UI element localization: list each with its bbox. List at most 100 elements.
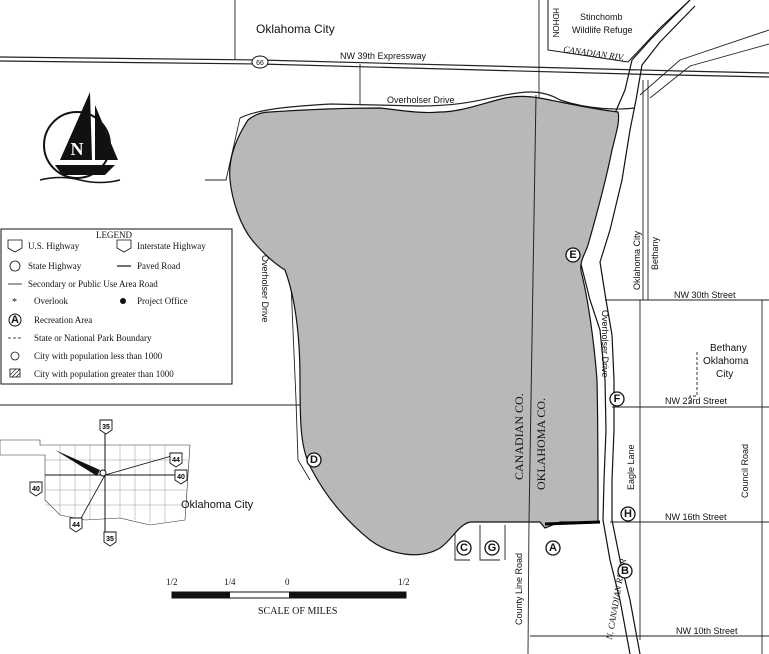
- svg-text:E: E: [569, 249, 576, 261]
- i35-shield-top: 35: [99, 419, 113, 435]
- state-highway-icon: [9, 260, 21, 272]
- canadian-river-label: CANADIAN RIV.: [563, 44, 626, 62]
- svg-text:66: 66: [256, 60, 264, 67]
- i44-shield-bottom: 44: [69, 517, 83, 533]
- scale-label: SCALE OF MILES: [258, 606, 337, 617]
- overholser-drive-top-label: Overholser Drive: [387, 95, 455, 105]
- scale-tick-2: 1/4: [224, 577, 236, 587]
- county-line-road: [527, 519, 530, 654]
- legend-project-office: Project Office: [137, 296, 188, 306]
- rec-area-b: B: [617, 563, 633, 579]
- legend-state-highway: State Highway: [28, 261, 82, 271]
- scale-tick-1: 1/2: [166, 577, 178, 587]
- compass-letter: N: [71, 139, 84, 159]
- svg-text:C: C: [460, 542, 468, 554]
- svg-text:F: F: [614, 393, 621, 405]
- rec-area-f: F: [609, 391, 625, 407]
- legend-city-large: City with population greater than 1000: [34, 369, 174, 379]
- rec-area-e: E: [565, 247, 581, 263]
- i35-shield-bottom: 35: [103, 531, 117, 547]
- canadian-river-north: [547, 0, 691, 63]
- legend-title: LEGEND: [96, 230, 132, 240]
- us-highway-66-shield: 66: [251, 55, 269, 69]
- eagle-lane-label: Eagle Lane: [626, 444, 636, 490]
- svg-text:B: B: [621, 565, 629, 577]
- bethany-label: Bethany: [710, 343, 747, 354]
- svg-text:A: A: [11, 314, 19, 326]
- south-road-c: [454, 528, 470, 561]
- oklahoma-city-label: Oklahoma City: [256, 22, 335, 36]
- svg-text:44: 44: [72, 522, 80, 529]
- canadian-river-channel-east: [599, 5, 696, 654]
- refuge-label-1: Stinchomb: [580, 12, 623, 22]
- legend-park-boundary: State or National Park Boundary: [34, 333, 152, 343]
- dam-line: [544, 520, 601, 526]
- refuge-label-2: Wildlife Refuge: [572, 25, 633, 35]
- svg-text:40: 40: [32, 486, 40, 493]
- south-road-g: [479, 525, 500, 561]
- county-boundary-line: [528, 94, 537, 523]
- scale-of-miles: 1/2 1/4 0 1/2 SCALE OF MILES: [166, 577, 410, 617]
- okc-right-label-2: City: [716, 369, 733, 380]
- nw39-expressway-label: NW 39th Expressway: [340, 51, 427, 61]
- legend-us-highway: U.S. Highway: [28, 241, 80, 251]
- scale-tick-3: 0: [285, 577, 290, 587]
- svg-text:44: 44: [172, 457, 180, 464]
- bethany-boundary: [689, 352, 698, 405]
- okc-bethany-label-a: Oklahoma City: [632, 230, 642, 290]
- svg-text:D: D: [310, 454, 318, 466]
- rec-area-c: C: [456, 540, 472, 556]
- okc-right-label-1: Oklahoma: [703, 356, 749, 367]
- i40-shield-left: 40: [29, 481, 43, 497]
- nw39-expressway-lower-edge: [0, 60, 769, 78]
- i44-shield-top: 44: [169, 452, 183, 468]
- overlook-icon: *: [12, 297, 17, 308]
- recreation-area-icon: [8, 313, 22, 327]
- canadian-river-channel: [579, 0, 691, 654]
- project-office-icon: [120, 298, 126, 304]
- svg-text:35: 35: [106, 536, 114, 543]
- legend-interstate: Interstate Highway: [137, 241, 206, 251]
- rec-area-g: G: [484, 540, 500, 556]
- rec-area-a: A: [545, 540, 561, 556]
- legend-overlook: Overlook: [34, 296, 68, 306]
- nw30-label: NW 30th Street: [674, 290, 736, 300]
- rec-area-h: H: [620, 506, 636, 522]
- overholser-drive-west-label: Overholser Drive: [260, 255, 270, 323]
- i40-shield-right: 40: [174, 469, 188, 485]
- nw16-label: NW 16th Street: [665, 512, 727, 522]
- svg-text:G: G: [488, 542, 497, 554]
- city-small-icon: [10, 351, 20, 361]
- svg-text:H: H: [624, 508, 632, 520]
- road-east-top-diag-2: [649, 43, 769, 99]
- oklahoma-county-label: OKLAHOMA CO.: [534, 398, 548, 490]
- scale-tick-4: 1/2: [398, 577, 410, 587]
- svg-text:35: 35: [102, 424, 110, 431]
- svg-text:A: A: [549, 542, 557, 554]
- svg-text:40: 40: [177, 474, 185, 481]
- nw23-label: NW 23rd Street: [665, 396, 728, 406]
- road-east-top-diag: [639, 29, 769, 96]
- legend-secondary: Secondary or Public Use Area Road: [28, 279, 158, 289]
- oklahoma-inset-map: 35 44 40 40 44 35 Oklahoma City: [0, 419, 254, 547]
- overholser-drive-west: [289, 259, 311, 481]
- overholser-drive-east-label: Overholser Drive: [600, 310, 610, 378]
- interstate-icon: [116, 239, 132, 253]
- compass-sailboat-icon: N: [39, 92, 121, 184]
- legend-recreation: Recreation Area: [34, 315, 92, 325]
- nw39-expressway: [0, 56, 769, 74]
- rec-area-d: D: [306, 452, 322, 468]
- legend: LEGEND U.S. Highway Interstate Highway S…: [0, 228, 233, 385]
- nw10-label: NW 10th Street: [676, 626, 738, 636]
- hdhon-label: HDHON: [551, 8, 560, 38]
- legend-paved-road: Paved Road: [137, 261, 181, 271]
- legend-city-small: City with population less than 1000: [34, 351, 163, 361]
- road-top-left-diagonal: [205, 117, 241, 181]
- lake-overholser: [229, 95, 620, 556]
- okc-bethany-label-b: Bethany: [650, 236, 660, 270]
- council-road-label: Council Road: [740, 444, 750, 498]
- county-line-road-label: County Line Road: [514, 553, 524, 625]
- canadian-county-label: CANADIAN CO.: [512, 393, 526, 480]
- us-highway-icon: [7, 239, 23, 253]
